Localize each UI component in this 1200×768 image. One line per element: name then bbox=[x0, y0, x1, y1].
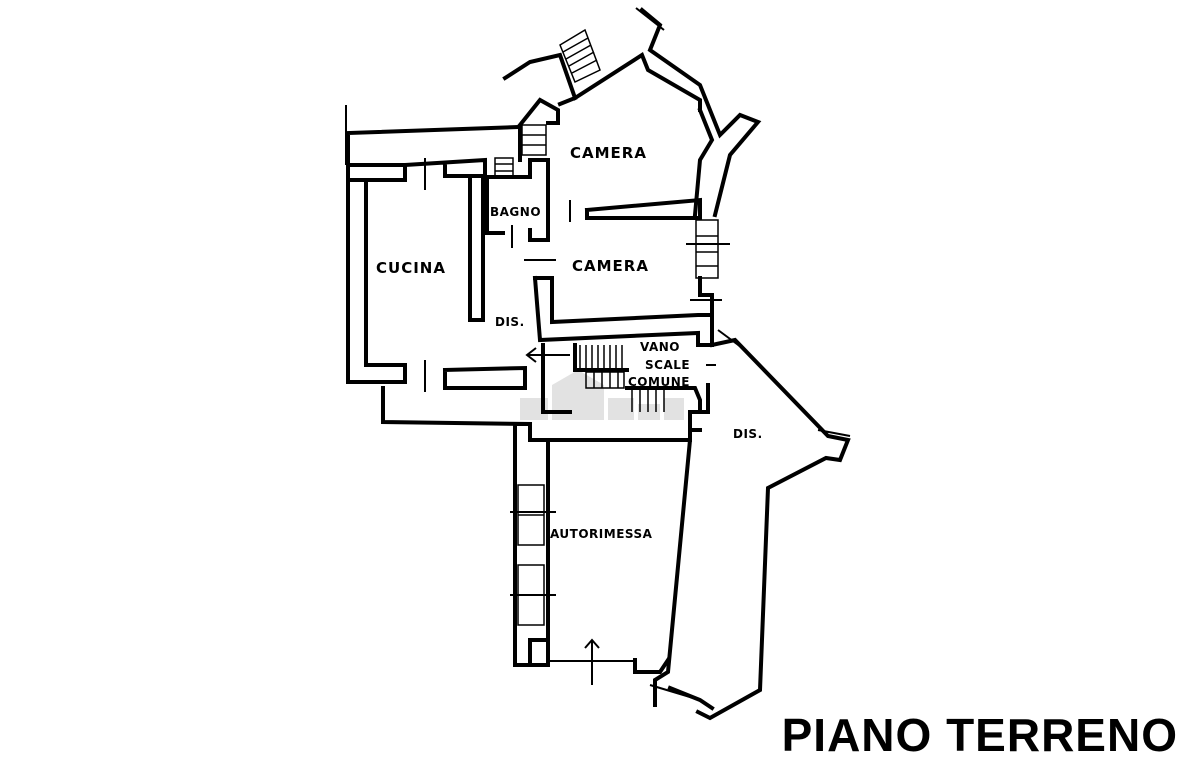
room-label-bagno: BAGNO bbox=[490, 205, 541, 219]
room-label-dis-right: DIS. bbox=[733, 427, 763, 441]
room-label-autorimessa: AUTORIMESSA bbox=[550, 527, 653, 541]
room-label-cucina: CUCINA bbox=[376, 259, 446, 277]
entry-arrow-left bbox=[525, 347, 570, 363]
upper-block-walls bbox=[345, 7, 762, 427]
room-label-scale: SCALE bbox=[645, 358, 690, 372]
room-label-vano: VANO bbox=[640, 340, 680, 354]
common-staircase bbox=[541, 343, 716, 414]
autorimessa-walls bbox=[510, 422, 702, 685]
room-label-comune: COMUNE bbox=[628, 375, 690, 389]
floor-title: PIANO TERRENO bbox=[781, 709, 1178, 761]
watermark-logo bbox=[520, 370, 684, 420]
room-label-camera-top: CAMERA bbox=[570, 144, 647, 162]
top-stair bbox=[559, 28, 601, 84]
room-label-camera-mid: CAMERA bbox=[572, 257, 649, 275]
room-label-dis-left: DIS. bbox=[495, 315, 525, 329]
garage-entry-arrow bbox=[584, 638, 600, 685]
